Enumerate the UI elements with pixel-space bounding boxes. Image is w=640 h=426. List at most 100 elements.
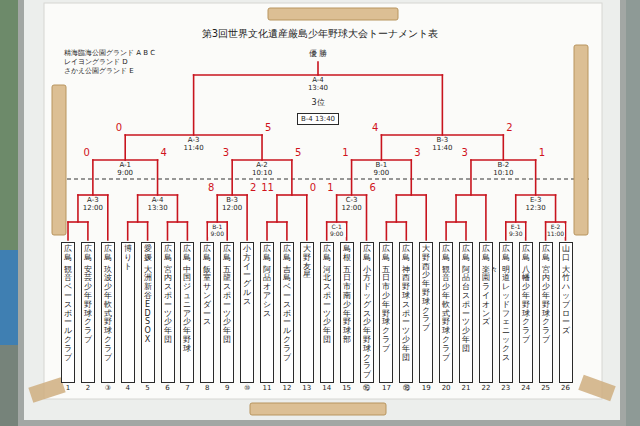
team-box: 広島飯室サンダース — [200, 242, 214, 383]
team-box: 広島八幡少年野球クラブ — [519, 242, 533, 383]
match-label: C-3 12:00 — [339, 197, 365, 212]
team-name: 宮内スポーツ少年団 — [164, 266, 172, 345]
score-number: 8 — [208, 183, 214, 193]
match-label: A-3 12:00 — [80, 197, 106, 212]
bracket-line — [147, 222, 149, 240]
bracket-line — [266, 222, 268, 240]
team-name: 神西野球スポーツ少年団 — [402, 266, 410, 363]
bracket-line — [187, 222, 189, 240]
team-number: 13 — [302, 385, 311, 393]
magnet-strip — [250, 403, 386, 415]
team-number: 21 — [462, 385, 471, 393]
team-box: 広島楽々園ライオンズ — [479, 242, 493, 383]
team-number: 4 — [125, 385, 129, 393]
prefecture-name: 島根 — [343, 245, 351, 263]
team-number: 17 — [382, 385, 391, 393]
bracket-line — [92, 160, 94, 195]
bracket-line — [93, 159, 158, 161]
team-name: 阿品オアシス — [263, 266, 271, 319]
team-name: 小方ドッグス少年野球クラブ — [363, 266, 371, 380]
bracket-line — [456, 194, 486, 196]
match-label: B-1 9:00 — [368, 162, 394, 177]
team-name: 大竹ハッブローズ — [562, 266, 570, 336]
team-name: 阿品台スポーツ少年団 — [462, 266, 470, 354]
prefecture-name: 広島 — [402, 245, 410, 263]
prefecture-name: 広島 — [522, 245, 530, 263]
score-number: 4 — [161, 148, 167, 158]
match-label: E-1 9:30 — [507, 224, 525, 237]
winner-heading: 優 勝 — [309, 50, 328, 59]
bracket-line — [565, 222, 567, 240]
bracket-line — [67, 222, 69, 240]
match-label: B-2 10:10 — [490, 162, 516, 177]
bracket-line — [317, 62, 319, 75]
team-box: 博りト — [121, 242, 135, 383]
bracket-line — [77, 195, 79, 222]
bracket-line — [168, 221, 188, 223]
score-number: 3 — [462, 148, 468, 158]
team-number: 15 — [342, 385, 351, 393]
bracket-line — [216, 195, 218, 222]
match-label: E-2 11:00 — [547, 224, 565, 237]
team-number: ③ — [105, 385, 111, 393]
score-number: 1 — [327, 183, 333, 193]
bracket-line — [276, 195, 278, 222]
bracket-line — [207, 221, 227, 223]
team-number: 6 — [165, 385, 169, 393]
team-name: 安芸少年野球クラブ — [84, 266, 92, 345]
prefecture-name: 広島 — [183, 245, 191, 263]
score-number: 0 — [84, 148, 90, 158]
prefecture-name: 広島 — [263, 245, 271, 263]
score-number: 0 — [116, 123, 122, 133]
prefecture-name: 広島 — [442, 245, 450, 263]
team-number: 26 — [561, 385, 570, 393]
team-number: 12 — [282, 385, 291, 393]
score-number: 6 — [370, 183, 376, 193]
prefecture-name: 広島 — [64, 245, 72, 263]
team-box: 広島五龍スポーツ少年団 — [220, 242, 234, 383]
team-name: 明道レッドフェニックス — [502, 266, 510, 363]
team-box: 広島宮内スポーツ少年団 — [161, 242, 175, 383]
bracket-line — [167, 222, 169, 240]
bracket-line — [410, 160, 412, 195]
bracket-line — [226, 222, 228, 240]
team-box: 愛媛大洲新谷EDSOX — [141, 242, 155, 383]
team-number: 19 — [422, 385, 431, 393]
team-box: 広島阿品オアシス — [260, 242, 274, 383]
team-box: 広島小方ドッグス少年野球クラブ — [360, 242, 374, 383]
bracket-line — [546, 221, 566, 223]
bracket-line — [386, 222, 388, 240]
match-label: B-3 11:40 — [429, 137, 455, 152]
whiteboard — [24, 0, 620, 420]
team-number: 9 — [225, 385, 229, 393]
bracket-line — [506, 221, 526, 223]
team-name: 中国ジュニア少年野球 — [183, 266, 191, 354]
bracket-line — [470, 160, 472, 195]
team-box: 広島五日市少年野球クラブ — [379, 242, 393, 383]
team-name: 博りト — [124, 245, 132, 271]
team-box: 広島玖波少年軟式野球クラブ — [101, 242, 115, 383]
bracket-line — [127, 222, 129, 240]
prefecture-name: 愛媛 — [144, 245, 152, 263]
team-number: 1 — [66, 385, 70, 393]
bracket-line — [107, 195, 109, 240]
bracket-line — [503, 135, 505, 160]
bracket-line — [396, 194, 426, 196]
score-number: 11 — [261, 183, 274, 193]
venue-note: さかえ公園グランド E — [64, 68, 134, 76]
bracket-line — [217, 194, 247, 196]
dashed-divider — [60, 179, 590, 180]
bracket-line — [535, 160, 537, 195]
team-box: 広島観音少年軟式野球クラブ — [439, 242, 453, 383]
team-name: 五日市南少年野球部 — [343, 266, 351, 345]
bracket-line — [337, 194, 367, 196]
bracket-line — [125, 134, 262, 136]
tape — [578, 375, 615, 402]
bracket-line — [124, 135, 126, 160]
match-label: A-4 13:30 — [145, 197, 171, 212]
match-label: E-3 12:30 — [523, 197, 549, 212]
bracket-line — [405, 222, 407, 240]
score-number: 4 — [372, 123, 378, 133]
